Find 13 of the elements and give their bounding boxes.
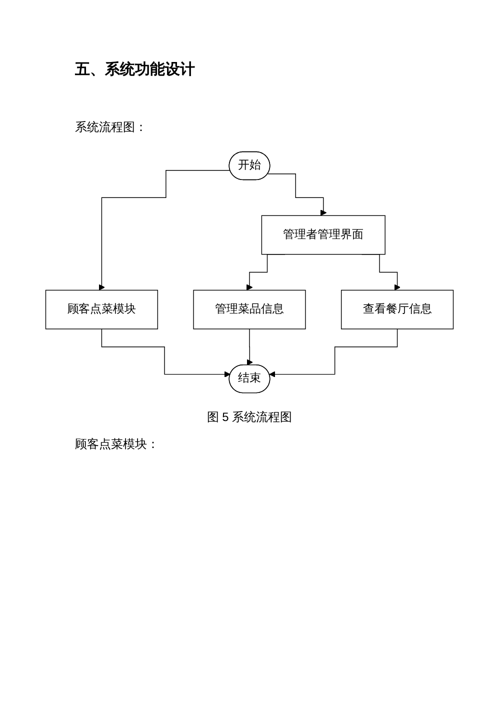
node-box: 顾客点菜模块 (45, 290, 158, 330)
section-heading: 五、系统功能设计 (75, 60, 196, 79)
arrow (101, 328, 231, 378)
arrow (269, 328, 398, 378)
text-label: 系统流程图： (75, 119, 148, 136)
figure-caption: 图 5 系统流程图 (206, 408, 294, 426)
arrow (268, 174, 327, 216)
node-box: 查看餐厅信息 (340, 290, 454, 330)
node-box: 管理菜品信息 (193, 290, 306, 330)
arrow (246, 328, 253, 366)
text-label: 顾客点菜模块： (75, 436, 160, 453)
arrow (98, 170, 231, 290)
node-box: 管理者管理界面 (261, 215, 386, 255)
